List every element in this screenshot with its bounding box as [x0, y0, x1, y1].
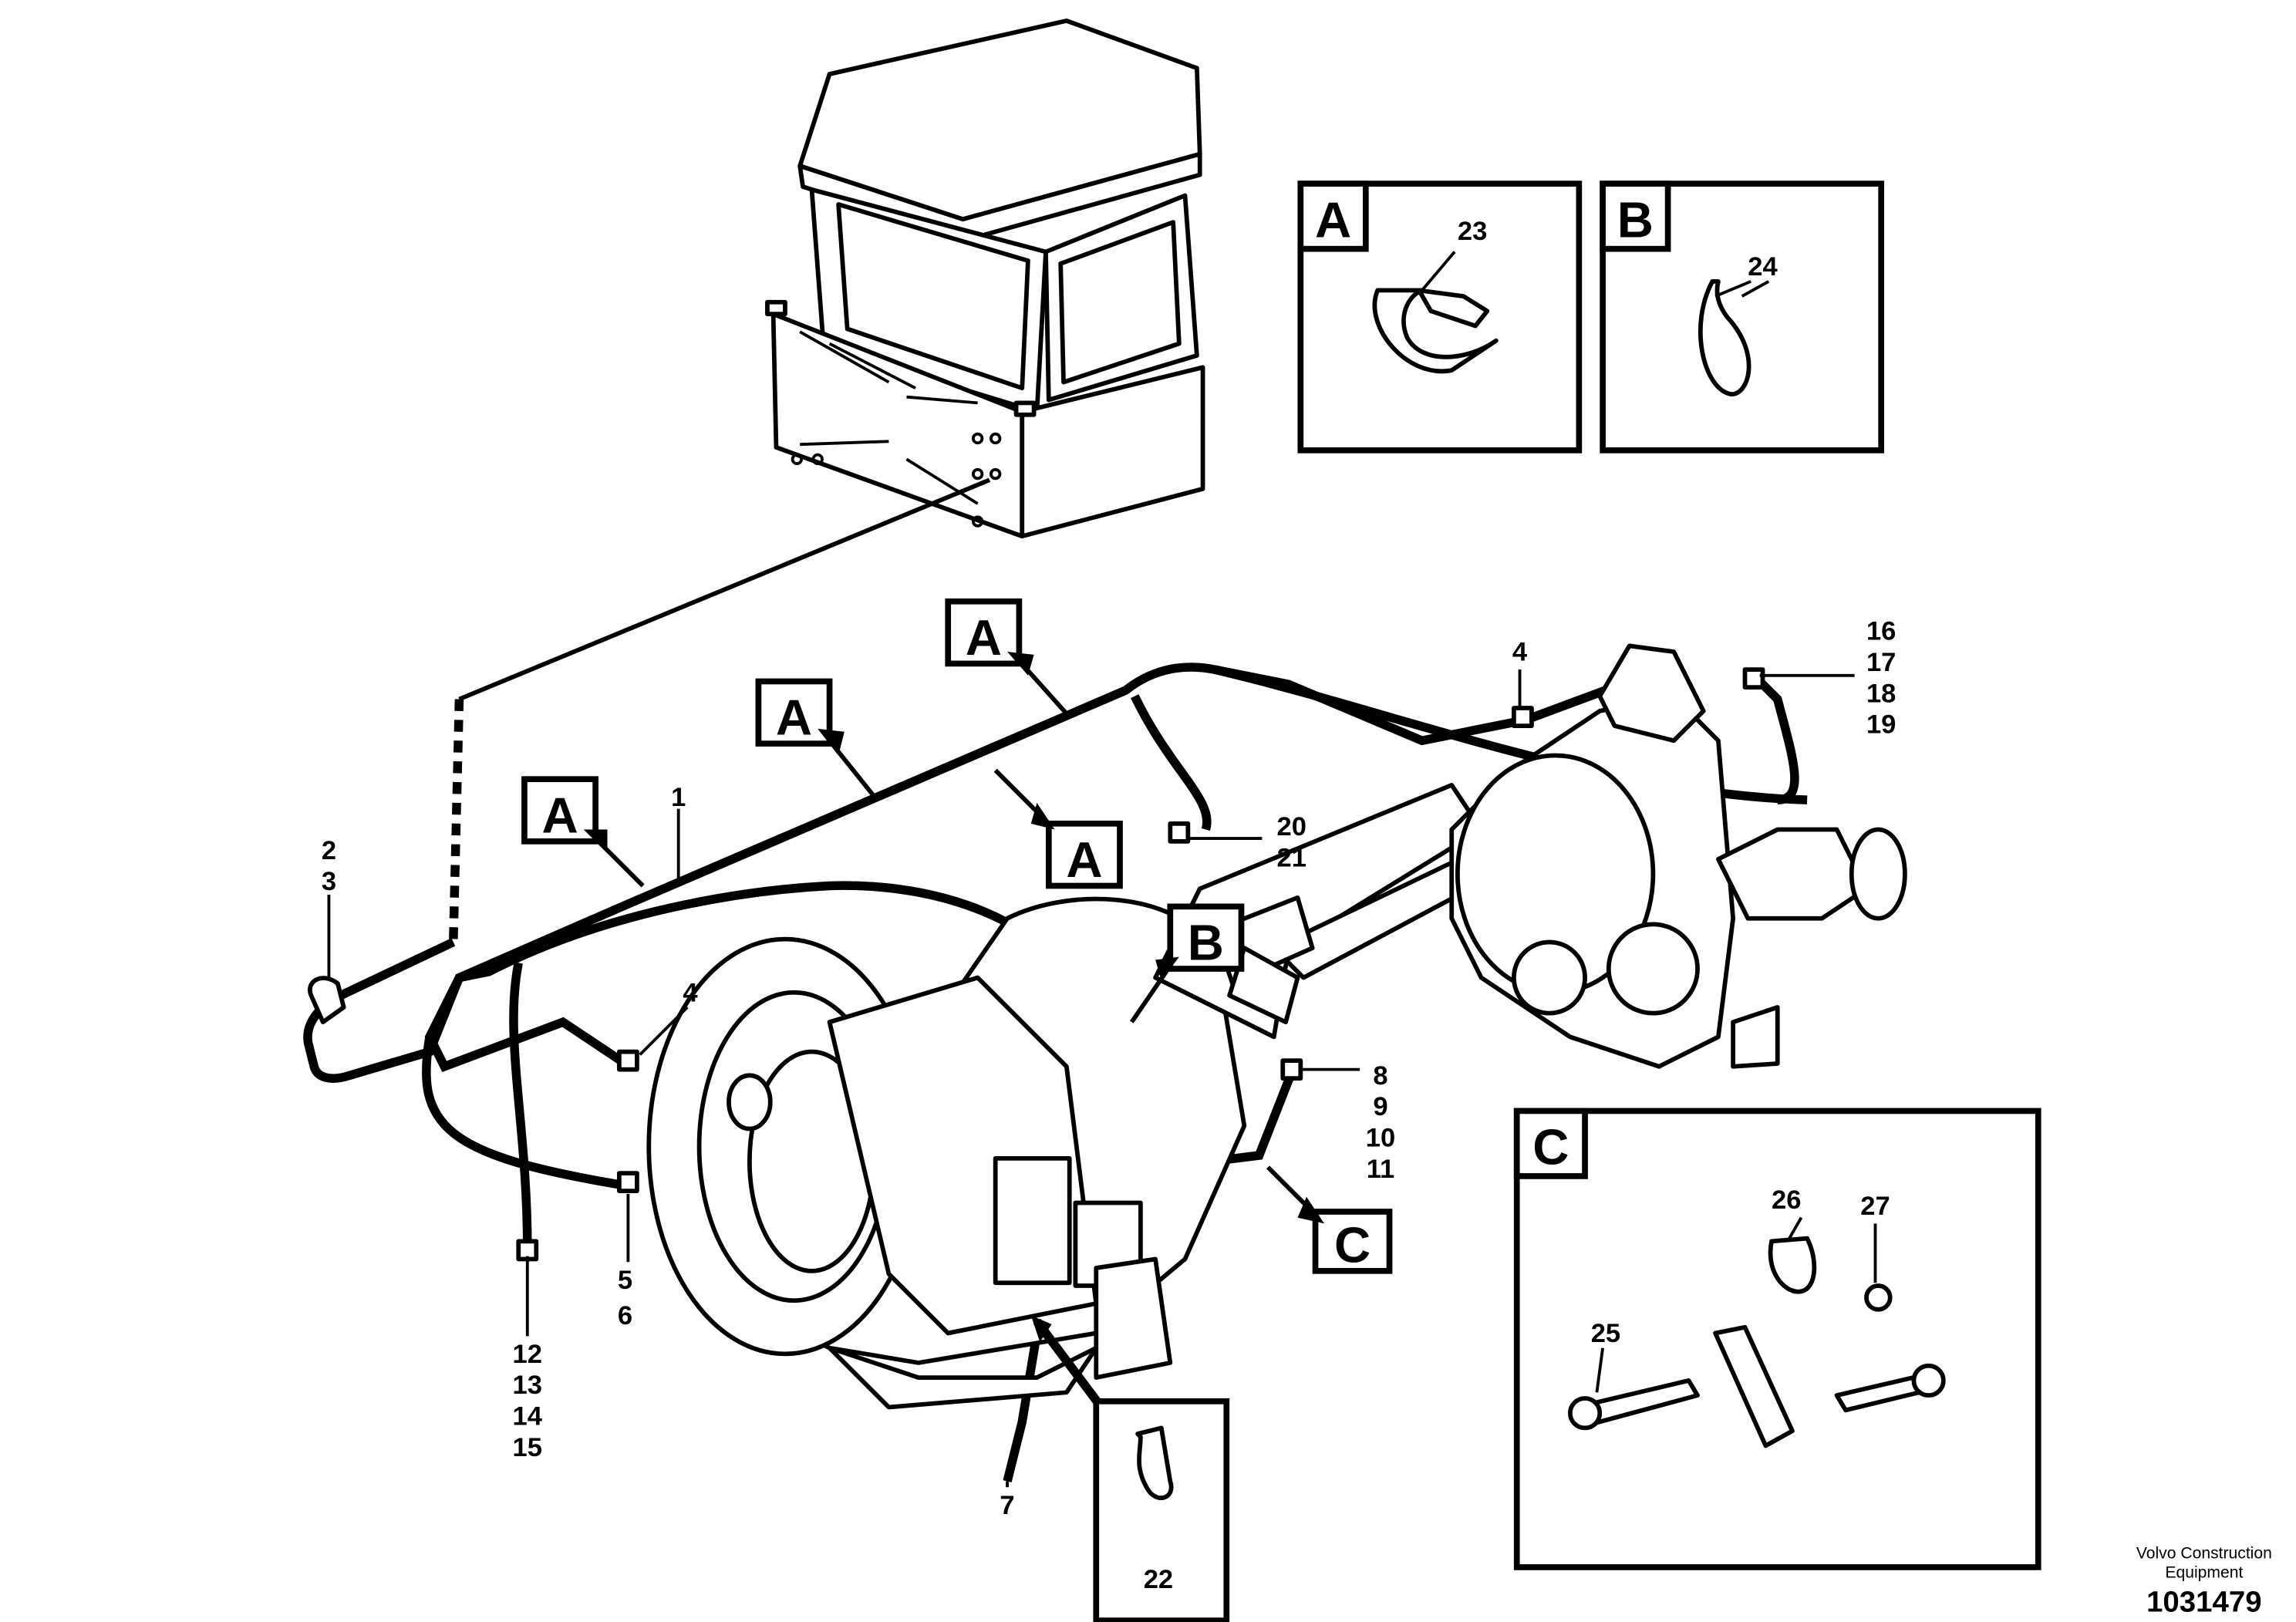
callout-3: 3	[322, 867, 336, 896]
inset-b: B	[1600, 180, 1885, 454]
callout-11: 11	[1367, 1155, 1395, 1184]
svg-text:C: C	[1334, 1216, 1371, 1273]
callout-10: 10	[1366, 1124, 1395, 1153]
callout-19: 19	[1866, 710, 1896, 740]
cab-illustration	[765, 19, 1205, 539]
callout-6: 6	[618, 1301, 632, 1330]
callout-22: 22	[1144, 1565, 1173, 1594]
callout-1: 1	[671, 783, 686, 812]
svg-text:A: A	[541, 787, 578, 843]
callout-8: 8	[1373, 1061, 1387, 1091]
callout-12: 12	[513, 1340, 542, 1369]
callout-5: 5	[618, 1266, 632, 1295]
inset-a: A	[1297, 180, 1583, 454]
callout-21: 21	[1277, 844, 1306, 873]
inset-a-label: A	[1315, 191, 1351, 248]
callout-13: 13	[513, 1371, 542, 1400]
callout-20: 20	[1277, 812, 1306, 841]
drop-box-illustration	[1449, 643, 1907, 1069]
dashed-harness-segment	[449, 699, 464, 943]
svg-text:A: A	[1066, 831, 1102, 888]
callout-24: 24	[1748, 252, 1778, 282]
section-marker-a-2: A	[755, 678, 879, 801]
cab-harness-leader	[458, 477, 991, 702]
svg-text:A: A	[776, 690, 812, 746]
callout-leaders	[327, 280, 1877, 1488]
callout-17: 17	[1866, 648, 1896, 677]
inset-clip-22	[1093, 1398, 1230, 1622]
callout-15: 15	[513, 1433, 542, 1462]
callout-4-right: 4	[1512, 638, 1528, 667]
document-number: 1031479	[2146, 1586, 2262, 1619]
callout-16: 16	[1866, 617, 1896, 646]
svg-text:B: B	[1188, 915, 1224, 971]
section-marker-a-3: A	[945, 598, 1071, 719]
inset-b-label: B	[1617, 191, 1654, 248]
svg-text:A: A	[966, 609, 1002, 666]
credit-line-1: Volvo Construction	[2136, 1544, 2272, 1562]
section-marker-a-4: A	[993, 768, 1123, 889]
callout-27: 27	[1860, 1192, 1890, 1221]
section-marker-clip-22-leader	[1030, 1315, 1103, 1408]
callout-labels: 1 2 3 4 4 5 6 7 8 9 10 11 12 13 14 15 16…	[322, 217, 1896, 1594]
callout-7: 7	[1000, 1491, 1014, 1520]
callout-14: 14	[513, 1402, 543, 1431]
section-marker-b: B	[1129, 903, 1245, 1023]
callout-26: 26	[1772, 1185, 1801, 1215]
callout-18: 18	[1866, 679, 1896, 708]
section-marker-c: C	[1266, 1165, 1393, 1274]
inset-c: C	[1513, 1108, 2041, 1570]
transmission-illustration	[646, 783, 1529, 1410]
section-marker-a-1: A	[521, 776, 645, 888]
inset-c-label: C	[1532, 1119, 1569, 1175]
callout-23: 23	[1458, 217, 1487, 246]
credit-line-2: Equipment	[2165, 1563, 2243, 1581]
callout-4-left: 4	[683, 978, 698, 1007]
callout-2: 2	[322, 836, 336, 865]
callout-9: 9	[1373, 1092, 1387, 1121]
callout-25: 25	[1591, 1319, 1620, 1348]
